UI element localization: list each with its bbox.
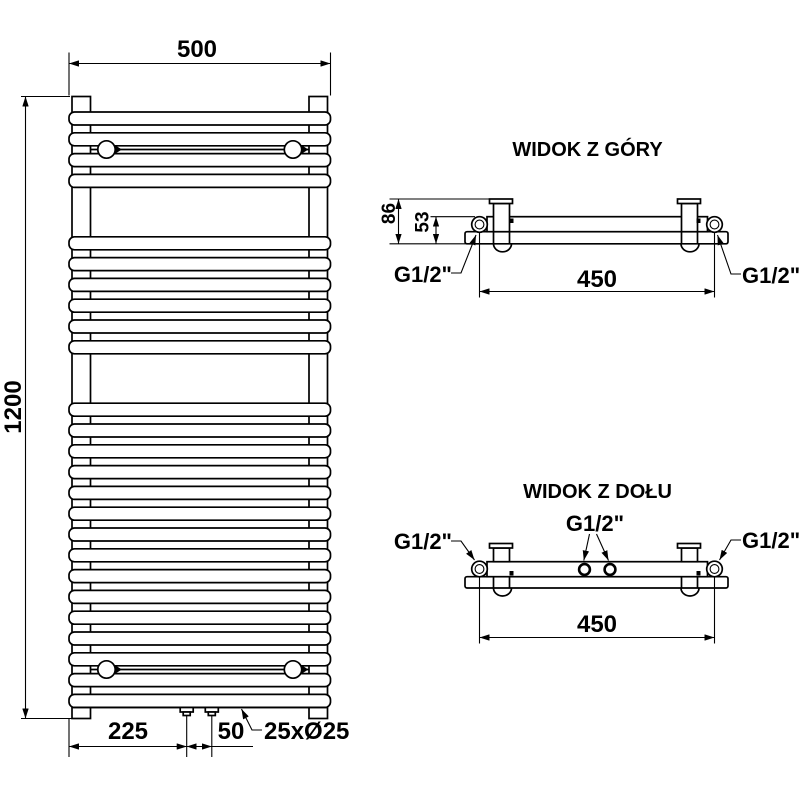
bracket-circle bbox=[283, 659, 303, 680]
radiator-bar bbox=[68, 173, 332, 189]
top-view: WIDOK Z GÓRY 86 bbox=[379, 137, 800, 298]
tube-spec-label: 25xØ25 bbox=[264, 718, 349, 745]
dim-pitch-center-label: 50 bbox=[218, 718, 245, 745]
dim-height-label: 1200 bbox=[0, 380, 27, 433]
thread-leader bbox=[595, 533, 610, 561]
radiator-bar bbox=[68, 547, 332, 563]
dim-width-label: 500 bbox=[177, 36, 217, 63]
bracket-circle bbox=[283, 139, 303, 160]
connection-ends bbox=[470, 215, 724, 234]
radiator-bar bbox=[68, 651, 332, 667]
bottom-view-dimensions: G1/2" G1/2" G1/2" 450 bbox=[394, 511, 800, 644]
radiator-bar-bottom bbox=[486, 560, 709, 578]
radiator-bar bbox=[68, 111, 332, 126]
wall-rail-plate bbox=[464, 230, 729, 245]
thread-label-top-left: G1/2" bbox=[394, 262, 452, 287]
thread-label-bottom-left: G1/2" bbox=[394, 529, 452, 554]
radiator-bar bbox=[68, 506, 332, 522]
radiator-bar bbox=[68, 464, 332, 480]
radiator-bar bbox=[68, 131, 332, 147]
bottom-bracket-rail bbox=[90, 659, 309, 680]
radiator-bar-top bbox=[486, 215, 709, 233]
thread-label-top-right: G1/2" bbox=[742, 263, 800, 288]
bottom-view: WIDOK Z DOŁU G1/ bbox=[394, 481, 800, 644]
radiator-bar bbox=[68, 339, 332, 355]
bracket-hook bbox=[115, 665, 122, 674]
thread-leader bbox=[719, 539, 741, 561]
radiator-bar bbox=[68, 527, 332, 542]
radiator-bar bbox=[68, 610, 332, 626]
dim-pitch-left-label: 225 bbox=[108, 718, 148, 745]
radiator-bar bbox=[68, 152, 332, 168]
bracket-hook bbox=[301, 665, 309, 674]
wall-rail-plate bbox=[464, 575, 729, 589]
connection-ends bbox=[470, 560, 724, 578]
dim-spacing-bottom-label: 450 bbox=[577, 611, 617, 638]
thread-leader bbox=[451, 234, 477, 274]
front-view: 500 1200 225 50 25xØ25 bbox=[0, 36, 349, 757]
bracket-circle bbox=[96, 139, 117, 160]
top-bracket-rail bbox=[90, 139, 309, 160]
dim-spacing-top-label: 450 bbox=[577, 266, 617, 293]
radiator-bar bbox=[68, 631, 332, 646]
bracket-hook bbox=[509, 218, 514, 223]
top-view-title: WIDOK Z GÓRY bbox=[512, 137, 663, 161]
radiator-bars bbox=[68, 111, 332, 709]
radiator-bar bbox=[68, 298, 332, 314]
bottom-view-title: WIDOK Z DOŁU bbox=[523, 481, 672, 503]
mounting-posts bbox=[488, 198, 702, 233]
radiator-bar bbox=[68, 256, 332, 272]
bracket-hook bbox=[696, 218, 701, 223]
bracket-hook bbox=[696, 571, 701, 576]
radiator-bar bbox=[68, 693, 332, 709]
bracket-hook bbox=[509, 571, 514, 576]
radiator-bar bbox=[68, 443, 332, 459]
radiator-bar bbox=[68, 485, 332, 501]
radiator-bar bbox=[68, 402, 332, 418]
radiator-bar bbox=[68, 423, 332, 438]
thread-leader bbox=[451, 540, 475, 561]
mounting-posts bbox=[488, 542, 702, 563]
radiator-bar bbox=[68, 672, 332, 688]
radiator-bar bbox=[68, 319, 332, 334]
bracket-hook bbox=[115, 145, 122, 154]
radiator-bar bbox=[68, 589, 332, 605]
top-view-dimensions: 86 53 450 G1/2" G1/2" bbox=[379, 198, 800, 298]
thread-leader bbox=[582, 533, 591, 561]
radiator-bar bbox=[68, 568, 332, 584]
thread-leader bbox=[716, 234, 741, 275]
radiator-bar bbox=[68, 235, 332, 251]
thread-label-bottom-center: G1/2" bbox=[566, 511, 624, 536]
dim-offset-label: 53 bbox=[413, 211, 434, 232]
center-connections bbox=[577, 562, 617, 577]
bracket-hook bbox=[301, 145, 309, 154]
dim-depth-label: 86 bbox=[379, 203, 400, 224]
radiator-bar bbox=[68, 277, 332, 293]
bottom-connection-stubs bbox=[179, 706, 220, 717]
tube-spec-leader bbox=[241, 708, 262, 731]
front-dimensions: 500 1200 225 50 25xØ25 bbox=[0, 36, 349, 757]
thread-label-bottom-right: G1/2" bbox=[742, 528, 800, 553]
bracket-circle bbox=[96, 659, 117, 680]
